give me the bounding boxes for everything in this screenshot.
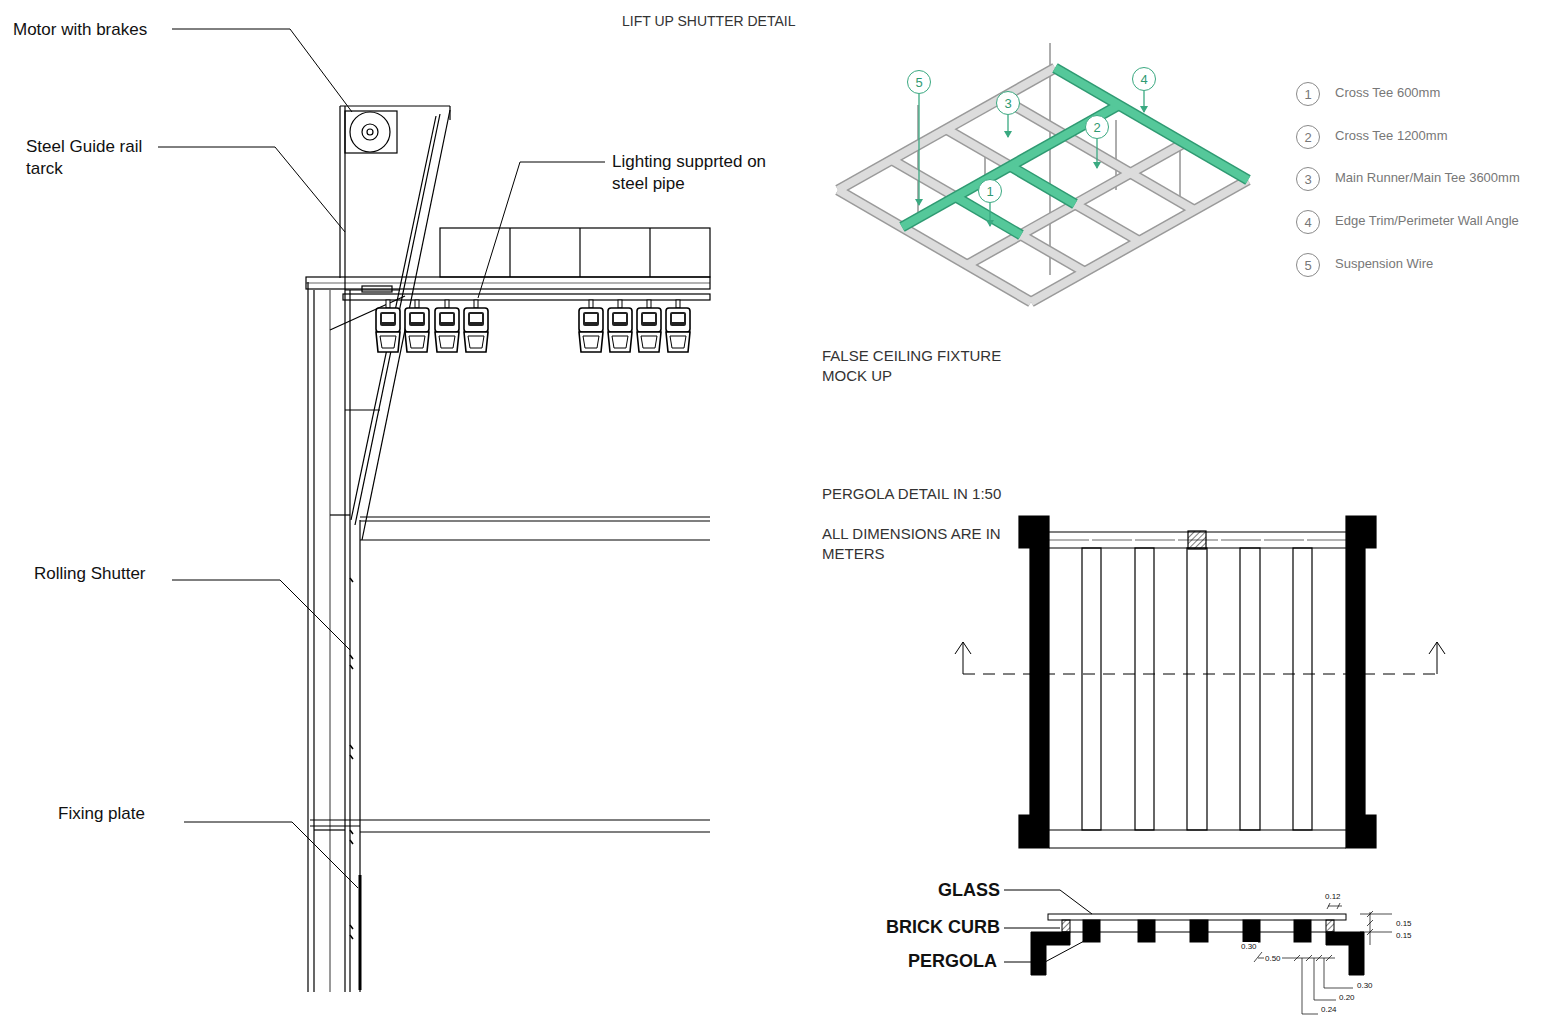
legend-number: 1 — [1296, 82, 1320, 106]
callout-number: 4 — [1132, 67, 1156, 91]
callout-text: 2 — [1093, 121, 1100, 134]
callout-number: 3 — [996, 91, 1020, 115]
callout-number: 2 — [1085, 115, 1109, 139]
legend-number: 5 — [1296, 253, 1320, 277]
callout-text: 4 — [1304, 216, 1311, 229]
part-label: PERGOLA — [908, 950, 997, 973]
part-label: GLASS — [938, 879, 1000, 902]
dimension: 0.15 — [1395, 931, 1413, 941]
legend-text: Main Runner/Main Tee 3600mm — [1335, 170, 1520, 187]
sheet-title: LIFT UP SHUTTER DETAIL — [622, 12, 795, 30]
pergola-section — [1004, 890, 1392, 1014]
part-label: Fixing plate — [58, 803, 145, 825]
dimension: 0.30 — [1240, 942, 1258, 952]
legend-number: 2 — [1296, 125, 1320, 149]
part-label: Rolling Shutter — [34, 563, 146, 585]
callout-text: 1 — [986, 185, 993, 198]
legend-text: Edge Trim/Perimeter Wall Angle — [1335, 213, 1519, 230]
callout-number: 5 — [907, 70, 931, 94]
dimension: 0.20 — [1338, 993, 1356, 1003]
part-label: Steel Guide rail tarck — [26, 136, 161, 180]
callout-text: 3 — [1304, 173, 1311, 186]
drawing-note: ALL DIMENSIONS ARE IN METERS — [822, 524, 1040, 563]
dimension: 0.30 — [1356, 981, 1374, 991]
legend-text: Suspension Wire — [1335, 256, 1433, 273]
legend-number: 3 — [1296, 167, 1320, 191]
legend-text: Cross Tee 1200mm — [1335, 128, 1447, 145]
callout-text: 2 — [1304, 131, 1311, 144]
dimension: 0.12 — [1324, 892, 1342, 902]
pergola-plan — [955, 516, 1445, 848]
callout-text: 1 — [1304, 88, 1311, 101]
part-label: Motor with brakes — [13, 19, 147, 41]
light-fixtures — [376, 300, 690, 352]
part-label: Lighting supprted on steel pipe — [612, 151, 800, 195]
legend-number: 4 — [1296, 210, 1320, 234]
callout-text: 5 — [915, 76, 922, 89]
callout-text: 4 — [1140, 73, 1147, 86]
drawing-caption: PERGOLA DETAIL IN 1:50 — [822, 484, 1001, 504]
callout-number: 1 — [978, 179, 1002, 203]
callout-text: 3 — [1004, 97, 1011, 110]
dimension: 0.24 — [1320, 1005, 1338, 1015]
shutter-section — [158, 29, 710, 992]
ceiling-grid — [838, 43, 1248, 302]
drawing-caption: FALSE CEILING FIXTURE MOCK UP — [822, 346, 1017, 385]
legend-text: Cross Tee 600mm — [1335, 85, 1440, 102]
part-label: BRICK CURB — [886, 916, 1000, 939]
callout-text: 5 — [1304, 259, 1311, 272]
dimension: 0.50 — [1264, 954, 1282, 964]
dimension: 0.15 — [1395, 919, 1413, 929]
